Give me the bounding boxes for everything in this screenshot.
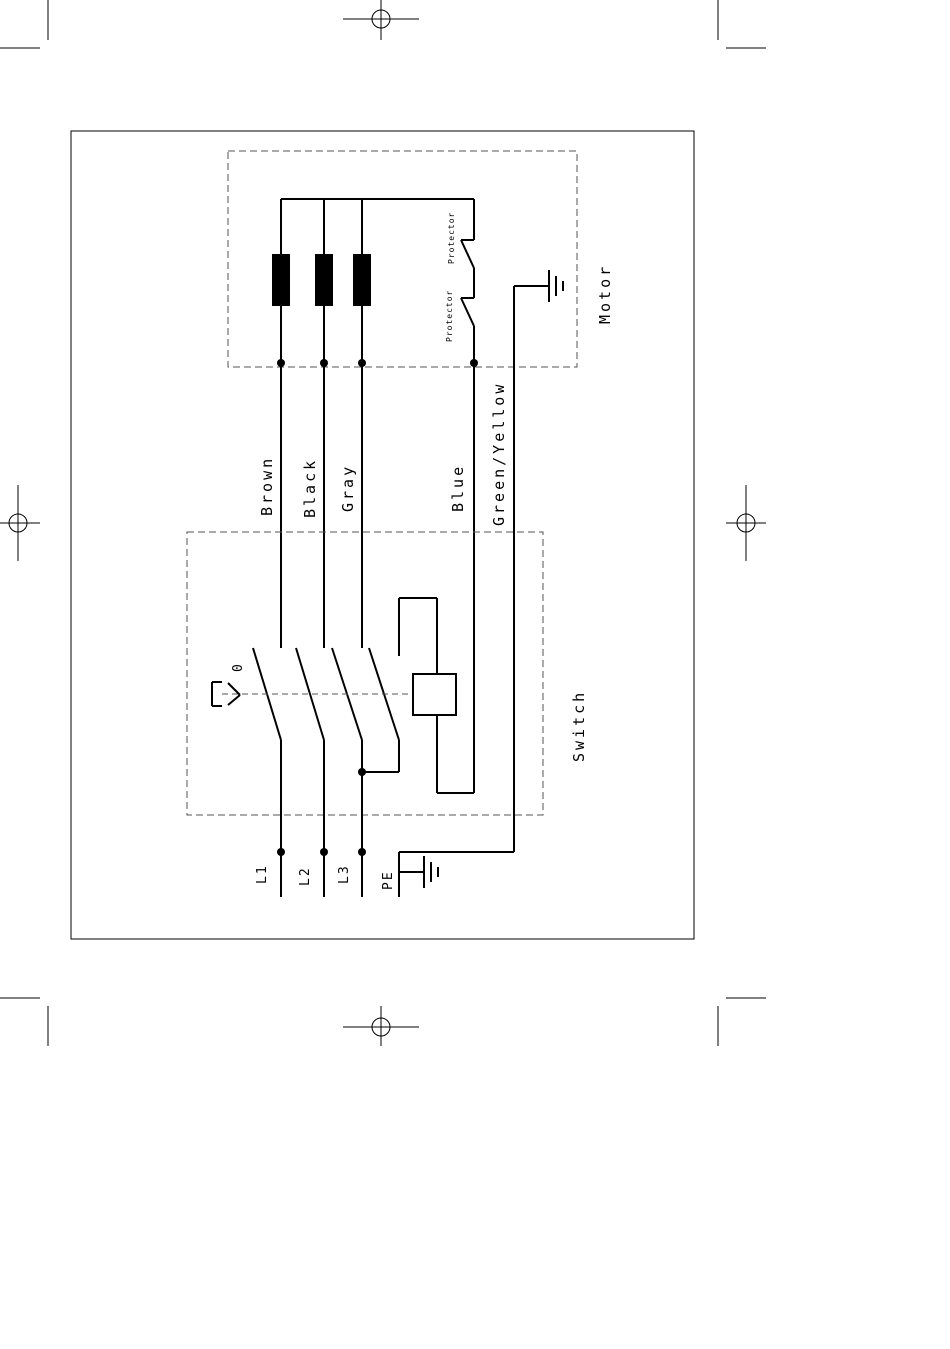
registration-mark-bottom xyxy=(343,1006,419,1046)
switch-coil xyxy=(399,598,456,715)
terminal-label-l3: L3 xyxy=(337,864,352,884)
registration-mark-right xyxy=(726,485,766,561)
conductors xyxy=(281,286,514,897)
wire-label-blue: Blue xyxy=(449,464,467,512)
wire-label-black: Black xyxy=(301,458,319,518)
motor-label: Motor xyxy=(596,264,614,324)
wire-label-brown: Brown xyxy=(258,456,276,516)
protector-label-lower: Protector xyxy=(445,290,454,342)
registration-mark-left xyxy=(0,485,40,561)
motor-junctions xyxy=(277,359,478,367)
motor-windings xyxy=(272,254,371,306)
pe-ground-icon xyxy=(399,856,438,888)
supply-junctions xyxy=(277,768,366,856)
winding-black xyxy=(315,254,333,306)
switch-contacts xyxy=(253,648,399,897)
motor-ground-icon xyxy=(514,270,563,302)
terminal-label-l2: L2 xyxy=(298,866,313,886)
switch-label: Switch xyxy=(570,690,588,762)
diagram-frame xyxy=(71,131,694,939)
registration-mark-top xyxy=(343,0,419,40)
terminal-label-l1: L1 xyxy=(255,864,270,884)
winding-gray xyxy=(353,254,371,306)
wire-label-green-yellow: Green/Yellow xyxy=(490,382,508,526)
protector-label-upper: Protector xyxy=(447,212,456,264)
switch-position-label: 0 xyxy=(231,662,246,672)
terminal-label-pe: PE xyxy=(381,870,396,890)
winding-brown xyxy=(272,254,290,306)
wire-label-gray: Gray xyxy=(339,464,357,512)
